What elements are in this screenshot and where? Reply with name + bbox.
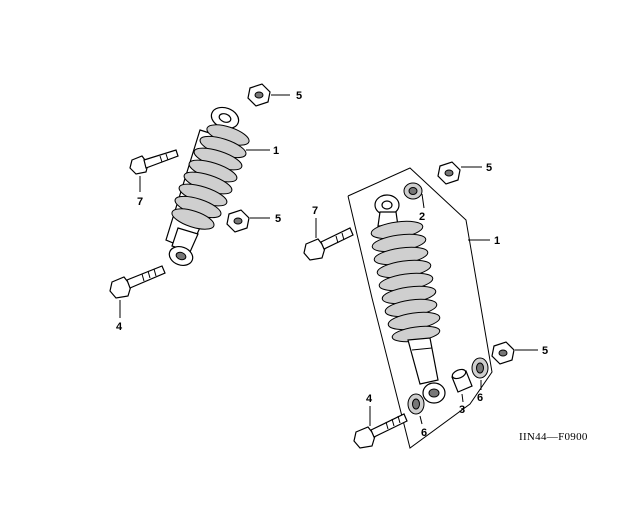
right-top-bushing — [403, 182, 425, 209]
right-top-nut — [437, 161, 482, 185]
right-shock-absorber — [370, 194, 446, 404]
right-spring — [370, 220, 441, 343]
left-shock-absorber — [165, 106, 250, 267]
left-spring — [171, 124, 250, 230]
right-upper-bolt — [303, 218, 354, 261]
callout-right-dust-seal-right: 6 — [477, 392, 483, 404]
left-upper-bolt — [129, 149, 179, 192]
callout-right-nut-top: 5 — [486, 162, 492, 174]
callout-right-bushing-top: 2 — [419, 211, 425, 223]
callout-left-nut-mid: 5 — [275, 213, 281, 225]
right-lower-nut — [491, 341, 538, 365]
right-dust-seal-left — [407, 393, 425, 425]
callout-left-nut-top: 5 — [296, 90, 302, 102]
callout-right-nut-lower: 5 — [542, 345, 548, 357]
callout-right-shock: 1 — [494, 235, 500, 247]
right-lower-bolt — [353, 406, 408, 449]
left-lower-bolt — [109, 265, 166, 318]
callout-right-dust-seal-left: 6 — [421, 427, 427, 439]
diagram-code: IIN44—F0900 — [519, 431, 588, 443]
callout-left-shock: 1 — [273, 145, 279, 157]
right-dust-seal-right — [471, 357, 489, 390]
callout-right-collar: 3 — [459, 404, 465, 416]
left-top-nut — [247, 83, 290, 107]
callout-right-lower-bolt: 4 — [366, 393, 373, 405]
right-collar — [451, 368, 473, 403]
callout-right-upper-bolt: 7 — [312, 205, 318, 217]
callout-left-upper-bolt: 7 — [137, 196, 143, 208]
callout-left-lower-bolt: 4 — [116, 321, 123, 333]
left-mid-nut — [226, 209, 270, 233]
